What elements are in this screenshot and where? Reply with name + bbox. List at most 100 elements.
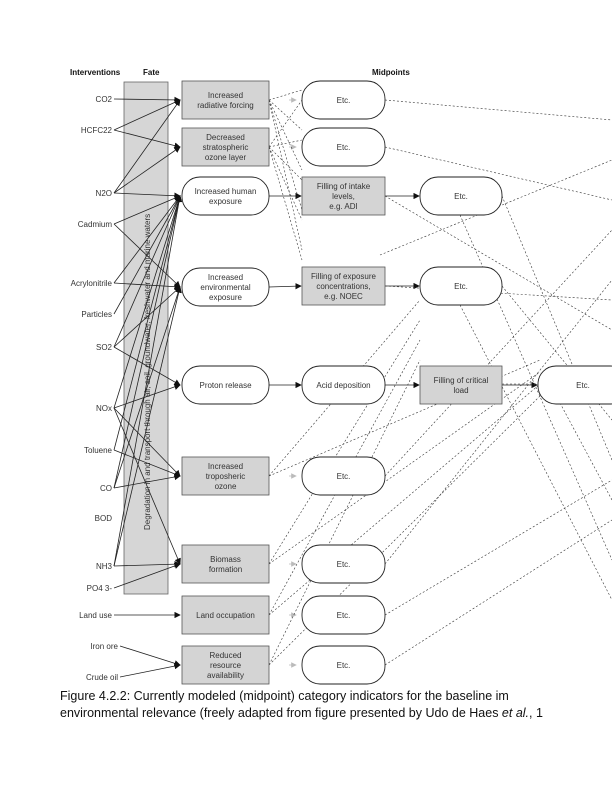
dashed-link — [459, 304, 612, 601]
lcia-framework-diagram: Interventions Fate Midpoints Degradation… — [70, 68, 612, 685]
node-label: Decreased — [206, 133, 245, 142]
node-label: Acid deposition — [316, 381, 370, 390]
node-label: Etc. — [337, 143, 351, 152]
intervention-label: Cadmium — [78, 220, 113, 229]
node-label: Etc. — [337, 472, 351, 481]
dashed-link — [268, 139, 303, 148]
intervention-arrow — [113, 407, 181, 477]
intervention-label: Crude oil — [86, 673, 118, 682]
intervention-label: N2O — [96, 189, 112, 198]
box-shape — [181, 80, 270, 120]
node-label: Etc. — [454, 282, 468, 291]
dashed-link — [501, 195, 612, 461]
dashed-link — [268, 146, 303, 221]
node-label: exposure — [209, 197, 242, 206]
fate-bar — [123, 81, 169, 595]
box-shape — [419, 365, 503, 405]
rounded-box-shape — [301, 80, 386, 120]
dashed-link — [384, 195, 612, 331]
intervention-arrow — [113, 192, 181, 199]
rounded-box-shape — [537, 365, 612, 405]
intervention-label: Toluene — [84, 446, 113, 455]
intervention-arrow — [113, 383, 181, 409]
intervention-arrow — [113, 195, 181, 284]
column2-node: Etc. — [301, 80, 386, 120]
node-label: e.g. NOEC — [324, 292, 363, 301]
rounded-box-shape — [301, 127, 386, 167]
intervention-arrow — [113, 286, 181, 348]
intervention-label: NH3 — [96, 562, 113, 571]
node-label: Etc. — [337, 611, 351, 620]
intervention-arrow — [113, 146, 181, 194]
caption-line-2-end: , 1 — [529, 706, 543, 720]
box-shape — [181, 645, 270, 685]
intervention-arrow — [113, 195, 183, 567]
dashed-link — [268, 319, 421, 565]
rounded-box-shape — [419, 266, 503, 306]
node-label: Land occupation — [196, 611, 255, 620]
dashed-link — [268, 99, 303, 171]
intervention-arrow — [119, 645, 181, 667]
intervention-label: HCFC22 — [81, 126, 113, 135]
box-shape — [181, 456, 270, 496]
node-label: Filling of intake — [317, 182, 371, 191]
intervention-arrow — [113, 195, 182, 489]
header-interventions: Interventions — [70, 68, 121, 77]
intervention-arrow — [119, 662, 181, 678]
node-label: Etc. — [337, 661, 351, 670]
rounded-box-shape — [181, 176, 270, 216]
dashed-link — [384, 279, 612, 565]
dashed-link — [268, 99, 303, 251]
node-label: Increased human — [195, 187, 257, 196]
node-label: environmental — [200, 283, 250, 292]
intervention-arrow — [113, 96, 181, 104]
node-label: Etc. — [337, 96, 351, 105]
intervention-label: SO2 — [96, 343, 113, 352]
fate-label: Degradation in and transport through air… — [143, 214, 152, 530]
column1-node: Proton release — [181, 365, 270, 405]
node-label: resource — [210, 661, 242, 670]
column2-node: Etc. — [301, 595, 386, 635]
intervention-label: Particles — [81, 310, 112, 319]
node-label: Filling of exposure — [311, 272, 376, 281]
box-shape — [301, 176, 386, 216]
node-label: Biomass — [210, 555, 241, 564]
caption-line-2: environmental relevance (freely adapted … — [60, 706, 502, 720]
column4-node: Etc. — [537, 365, 612, 405]
header-midpoints: Midpoints — [372, 68, 410, 77]
node-label: troposheric — [206, 472, 246, 481]
box-shape — [181, 544, 270, 584]
header-fate: Fate — [143, 68, 160, 77]
intervention-label: Acrylonitrile — [71, 279, 113, 288]
node-label: levels, — [332, 192, 355, 201]
intervention-arrow — [113, 473, 181, 489]
node-label: Etc. — [454, 192, 468, 201]
dashed-link — [268, 99, 303, 211]
intervention-arrow — [113, 346, 181, 386]
node-label: concentrations, — [316, 282, 370, 291]
column3-node: Etc. — [419, 266, 503, 306]
node-label: availability — [207, 671, 244, 680]
column2-node: Etc. — [301, 645, 386, 685]
box-shape — [301, 266, 386, 306]
intervention-arrow — [113, 195, 181, 225]
node-label: load — [453, 386, 468, 395]
node-label: Etc. — [337, 560, 351, 569]
figure-caption: Figure 4.2.2: Currently modeled (midpoin… — [60, 688, 612, 722]
dashed-link — [268, 99, 303, 131]
rounded-box-shape — [181, 365, 270, 405]
dashed-link — [268, 99, 303, 148]
intervention-label: CO — [100, 484, 112, 493]
caption-etal: et al. — [501, 706, 530, 720]
intervention-label: Land use — [79, 611, 112, 620]
intervention-arrow — [113, 407, 181, 565]
intervention-arrow — [113, 282, 181, 290]
